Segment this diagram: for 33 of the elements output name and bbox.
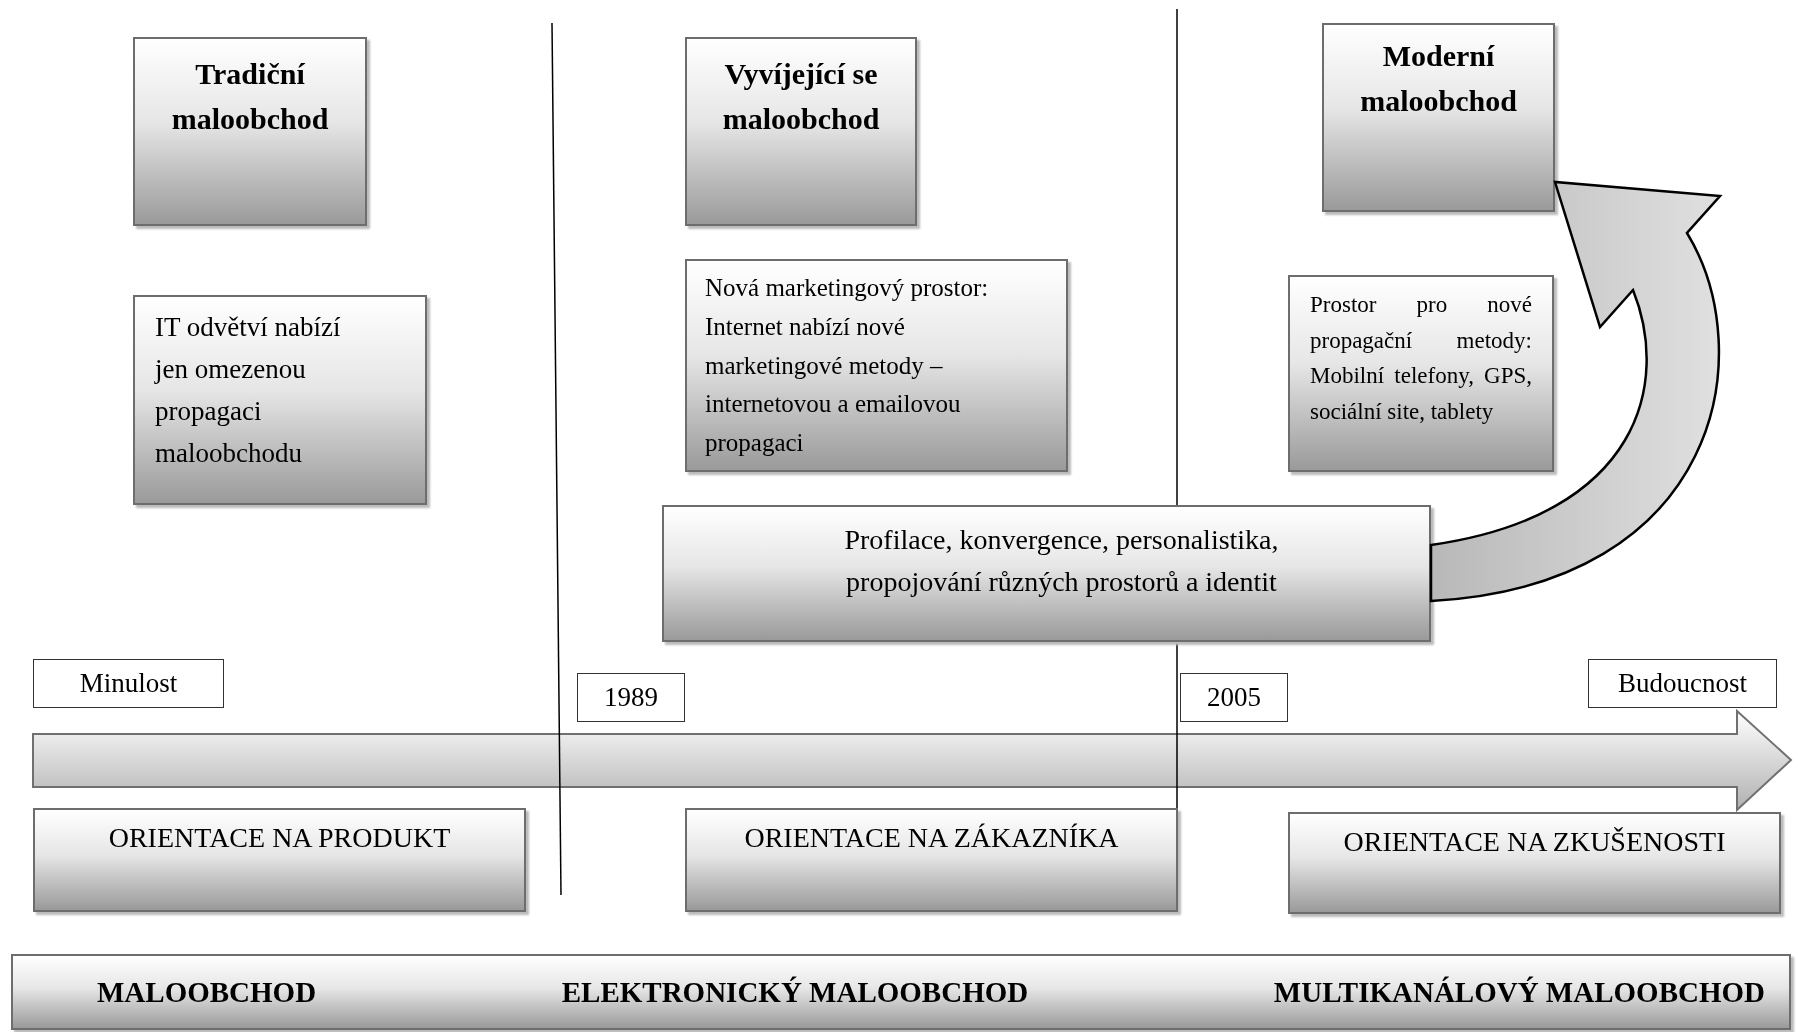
time-label: 1989: [603, 681, 659, 713]
time-label-box: [1180, 673, 1288, 722]
description-text: IT odvětví nabízí jen omezenou propagaci maloobchodu: [153, 311, 342, 470]
era-label: ELEKTRONICKÝ MALOOBCHOD: [561, 975, 1029, 1009]
stage-box: [133, 37, 367, 226]
stage-box: [1322, 23, 1555, 212]
orientation-text: ORIENTACE NA PRODUKT: [107, 821, 452, 854]
description-text: Nová marketingový prostor: Internet nabízí nové marketingové metody – internetovou a emailovou propagaci: [704, 273, 990, 458]
stage-title: Tradiční maloobchod: [170, 56, 330, 137]
curved-block-arrow: [1429, 180, 1722, 603]
orientation-box: [33, 808, 526, 912]
orientation-box: [1288, 812, 1781, 914]
era-band: [11, 954, 1791, 1030]
era-label: MULTIKANÁLOVÝ MALOOBCHOD: [1273, 975, 1765, 1009]
time-label: Minulost: [78, 667, 179, 699]
orientation-text: ORIENTACE NA ZKUŠENOSTI: [1342, 825, 1727, 858]
stage-title: Vyvíjející se maloobchod: [721, 56, 881, 137]
description-text: Prostor pro nové propagační metody: Mobilní telefony, GPS, sociální site, tablety: [1309, 291, 1533, 426]
stage-box: [685, 37, 917, 226]
description-box: [133, 295, 427, 505]
time-label-box: [1588, 659, 1777, 708]
stage-title: Moderní maloobchod: [1359, 38, 1518, 119]
time-label-box: [577, 673, 685, 722]
orientation-box: [685, 808, 1178, 912]
description-box: [685, 259, 1068, 472]
time-label: 2005: [1206, 681, 1262, 713]
time-label: Budoucnost: [1617, 667, 1748, 699]
trend-box: [662, 505, 1431, 642]
time-label-box: [33, 659, 224, 708]
description-box: [1288, 275, 1554, 472]
era-label: MALOOBCHOD: [97, 975, 317, 1009]
orientation-text: ORIENTACE NA ZÁKAZNÍKA: [743, 821, 1120, 854]
trend-text: Profilace, konvergence, personalistika, propojování různých prostorů a identit: [843, 523, 1280, 599]
